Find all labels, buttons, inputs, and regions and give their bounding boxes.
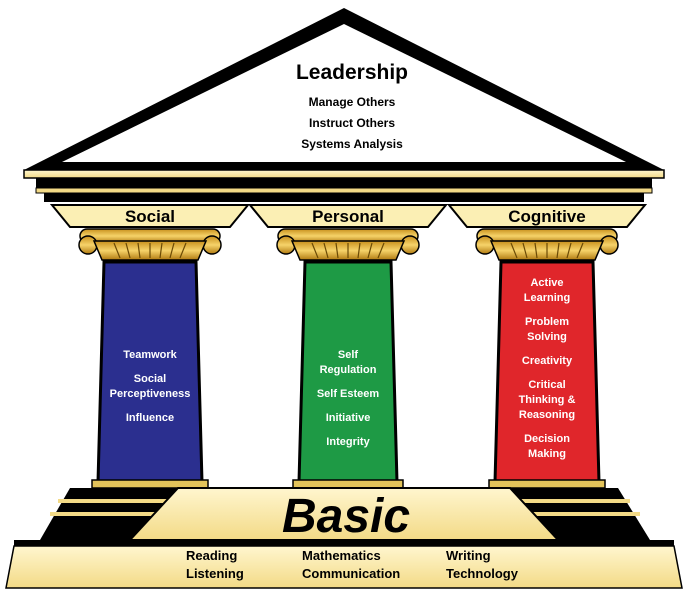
pillar-cognitive-line: Problem xyxy=(525,316,569,328)
roof-pediment-inner xyxy=(62,24,626,162)
capital-leaf xyxy=(179,242,187,259)
pillar-cognitive-line: Decision xyxy=(524,433,570,445)
pillar-personal-line: Initiative xyxy=(326,412,371,424)
pillar-social-line: Influence xyxy=(126,412,174,424)
capital-leaf xyxy=(335,242,339,259)
capital-leaf xyxy=(566,242,572,259)
pillar-cognitive-line: Critical xyxy=(528,379,565,391)
pillar-cognitive-foot xyxy=(488,479,606,489)
roof: Leadership Manage Others Instruct Others… xyxy=(23,8,665,202)
capital-leaf xyxy=(113,242,121,259)
pillar-cognitive: CognitiveActiveLearningProblemSolvingCre… xyxy=(446,204,648,489)
roof-band-2 xyxy=(36,178,652,188)
base-step-stripes xyxy=(50,499,640,516)
roof-item-3: Systems Analysis xyxy=(301,137,403,151)
roof-item-1: Manage Others xyxy=(309,95,396,109)
base-item-listening: Listening xyxy=(186,566,244,581)
volute-right-icon xyxy=(599,235,619,255)
capital-leaf xyxy=(323,242,329,259)
base-band xyxy=(14,540,674,546)
capital-leaf xyxy=(377,242,385,259)
volute-right-icon xyxy=(202,235,222,255)
pillar-personal-plate xyxy=(247,204,449,228)
capital-leaf xyxy=(534,242,538,259)
pillar-cognitive-line: Creativity xyxy=(522,355,573,367)
roof-title: Leadership xyxy=(296,61,408,84)
pillar-cognitive-line: Solving xyxy=(527,331,567,343)
pillar-personal-line: Self xyxy=(338,349,359,361)
roof-band-3 xyxy=(35,187,653,194)
pillar-cognitive-line: Active xyxy=(530,277,563,289)
pillar-social-plate xyxy=(49,204,251,228)
roof-band-4 xyxy=(44,193,644,202)
pillar-social-line: Teamwork xyxy=(123,349,177,361)
capital-leaf xyxy=(510,242,518,259)
base-item-writing: Writing xyxy=(446,548,491,563)
pillar-personal-line: Self Esteem xyxy=(317,388,380,400)
pillar-social-shaft xyxy=(96,260,204,484)
pillar-social: SocialTeamworkSocialPerceptivenessInflue… xyxy=(49,204,251,489)
pillar-cognitive-line: Reasoning xyxy=(519,409,575,421)
pillar-social-line: Social xyxy=(134,373,166,385)
pillar-personal-label: Personal xyxy=(312,207,384,226)
capital-leaf xyxy=(556,242,560,259)
capital-leaf xyxy=(367,242,373,259)
volute-right-icon xyxy=(400,235,420,255)
pillars: SocialTeamworkSocialPerceptivenessInflue… xyxy=(49,204,648,489)
base-title: Basic xyxy=(282,490,410,543)
pillar-cognitive-line: Learning xyxy=(524,292,570,304)
pillar-personal-line: Integrity xyxy=(326,436,370,448)
pillar-cognitive-plate xyxy=(446,204,648,228)
pillar-cognitive-line: Making xyxy=(528,448,566,460)
base-item-mathematics: Mathematics xyxy=(302,548,381,563)
volute-left-icon xyxy=(78,235,98,255)
capital-leaf xyxy=(125,242,131,259)
pillar-social-foot xyxy=(91,479,209,489)
pillar-social-line: Perceptiveness xyxy=(110,388,191,400)
roof-band-1 xyxy=(23,169,665,179)
pillar-personal-line: Regulation xyxy=(320,364,377,376)
pillar-personal-foot xyxy=(292,479,404,489)
capital-leaf xyxy=(137,242,141,259)
capital-leaf xyxy=(169,242,175,259)
volute-left-icon xyxy=(276,235,296,255)
pillar-cognitive-line: Thinking & xyxy=(519,394,576,406)
pillar-cognitive-label: Cognitive xyxy=(508,207,585,226)
pillar-social-label: Social xyxy=(125,207,175,226)
capital-leaf xyxy=(357,242,361,259)
capital-leaf xyxy=(311,242,319,259)
capital-leaf xyxy=(159,242,163,259)
capital-leaf xyxy=(576,242,584,259)
base-floor xyxy=(5,545,683,589)
base-item-communication: Communication xyxy=(302,566,400,581)
base-item-reading: Reading xyxy=(186,548,237,563)
capital-leaf xyxy=(522,242,528,259)
base-item-technology: Technology xyxy=(446,566,519,581)
roof-item-2: Instruct Others xyxy=(309,116,395,130)
volute-left-icon xyxy=(475,235,495,255)
base: Basic Reading Listening Mathematics Comm… xyxy=(5,487,683,589)
